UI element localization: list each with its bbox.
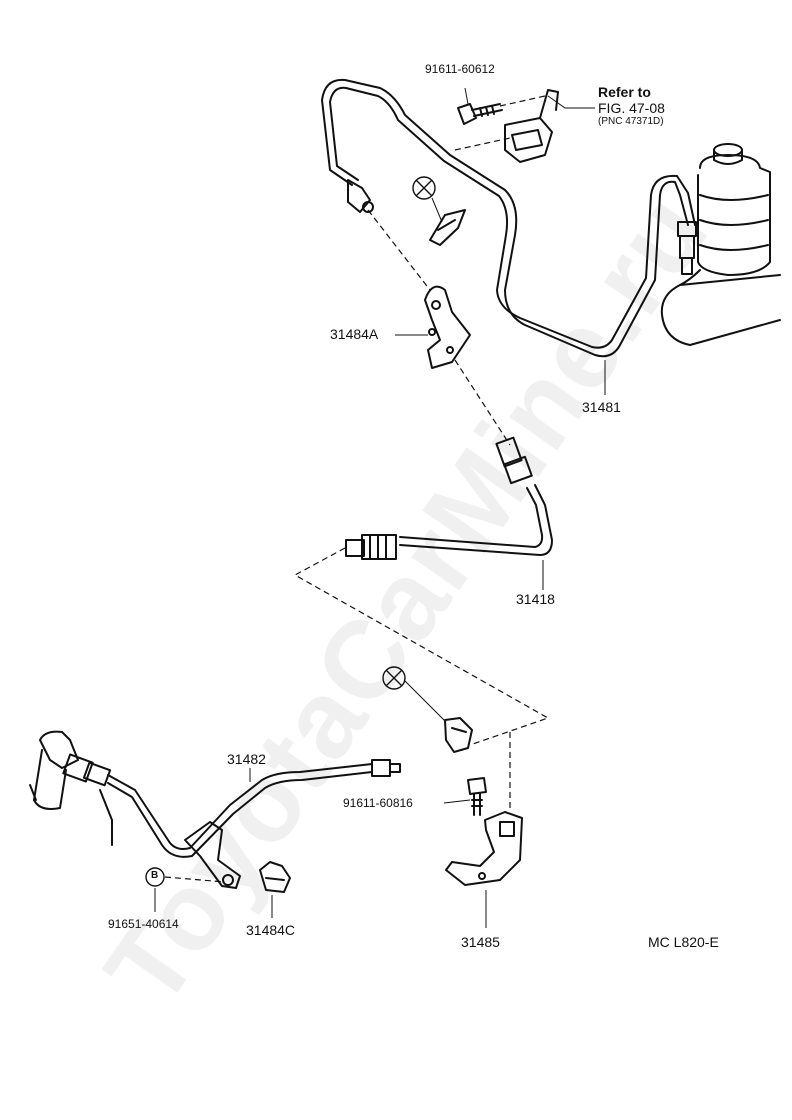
label-31481: 31481 <box>582 399 621 415</box>
dash-line-c <box>293 547 550 746</box>
label-31484a: 31484A <box>330 326 379 342</box>
bracket-31484a <box>424 285 471 369</box>
leader-refer <box>547 95 595 109</box>
bolt-91611-60816 <box>467 777 487 816</box>
flexible-hose-31418 <box>345 436 553 560</box>
master-cylinder-fitting <box>677 221 697 275</box>
bolt-91611-60612 <box>457 103 503 125</box>
clip-31484c <box>259 861 291 893</box>
dash-line-a <box>367 209 431 291</box>
upper-brake-tube <box>321 78 696 358</box>
marker-b-circle <box>145 867 165 887</box>
lower-brake-tube-31482 <box>107 759 401 858</box>
clip-lower <box>444 717 473 753</box>
dash-line-g <box>164 876 226 883</box>
leader-clip-upper <box>431 197 443 223</box>
label-31485: 31485 <box>461 934 500 950</box>
leader-bolt-lower <box>443 799 471 804</box>
label-refer-line1: Refer to <box>598 84 651 100</box>
lower-tube-bracket <box>184 821 241 889</box>
leader-clip-lower <box>403 679 447 723</box>
label-31418: 31418 <box>516 591 555 607</box>
label-marker-b: B <box>151 870 159 881</box>
label-bolt-91611-60612: 91611-60612 <box>425 62 495 76</box>
dash-line-f <box>499 95 546 107</box>
bracket-31485 <box>445 811 523 886</box>
clip-upper <box>429 209 466 246</box>
dash-line-b <box>454 359 511 446</box>
cross-marker-lower <box>382 666 406 690</box>
dash-line-e <box>454 137 511 151</box>
wheel-cylinder <box>29 730 113 846</box>
label-refer-line3: (PNC 47371D) <box>598 116 664 127</box>
label-31484c: 31484C <box>246 922 296 938</box>
cross-marker-upper <box>412 176 436 200</box>
leader-bolt-top <box>464 87 469 105</box>
top-clip <box>504 89 559 163</box>
label-figure-code: MC L820-E <box>648 934 719 950</box>
label-bolt-91651-40614: 91651-40614 <box>108 917 179 931</box>
label-refer-line2: FIG. 47-08 <box>598 100 665 116</box>
label-bolt-91611-60816: 91611-60816 <box>343 796 413 810</box>
master-cylinder <box>660 143 781 346</box>
upper-tube-fitting <box>347 179 374 213</box>
label-31482: 31482 <box>227 751 266 767</box>
